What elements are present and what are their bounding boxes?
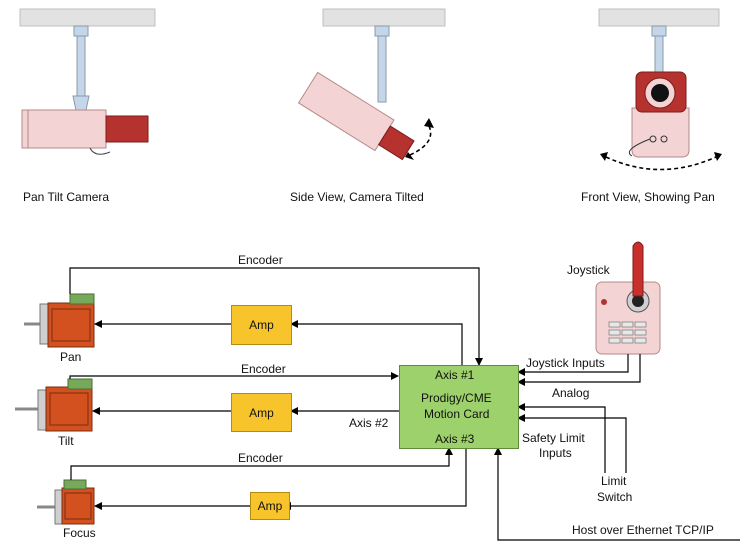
motion-card: Axis #1 Prodigy/CME Motion Card Axis #3 xyxy=(399,365,519,449)
pan-encoder-label: Encoder xyxy=(238,253,283,267)
side-view-caption: Side View, Camera Tilted xyxy=(290,190,424,204)
joystick-inputs-line xyxy=(517,354,629,376)
analog-label: Analog xyxy=(552,386,590,400)
focus-encoder-label: Encoder xyxy=(238,451,283,465)
card-title-line2: Motion Card xyxy=(424,407,490,421)
host-line xyxy=(494,447,740,541)
analog-line xyxy=(517,354,641,386)
focus-motor-illustration xyxy=(37,479,95,525)
tilt-encoder-label: Encoder xyxy=(241,362,286,376)
axis1-label: Axis #1 xyxy=(435,368,475,382)
focus-drive-line xyxy=(283,447,467,510)
tilt-encoder-line xyxy=(69,372,399,380)
pan-drive-line xyxy=(290,320,463,365)
safety-limit-line-1 xyxy=(517,403,606,473)
focus-amp-box: Amp xyxy=(250,492,290,520)
pan-motor-illustration xyxy=(24,293,95,348)
front-view-camera-illustration xyxy=(598,8,722,171)
focus-motor-label: Focus xyxy=(63,526,96,540)
axis3-label: Axis #3 xyxy=(435,432,475,446)
pan-tilt-camera-caption: Pan Tilt Camera xyxy=(23,190,110,204)
limit-switch-label-line2: Switch xyxy=(597,490,633,504)
joystick-illustration xyxy=(595,241,661,355)
pan-encoder-line xyxy=(69,267,483,366)
front-view-caption: Front View, Showing Pan xyxy=(581,190,715,204)
connection-lines xyxy=(69,267,740,541)
pan-motor-label: Pan xyxy=(60,350,82,364)
limit-switch-label-line1: Limit xyxy=(601,474,627,488)
host-label: Host over Ethernet TCP/IP xyxy=(572,523,714,537)
side-view-camera-illustration xyxy=(297,8,446,161)
safety-limit-label-line1: Safety Limit xyxy=(522,431,585,445)
pan-tilt-camera-illustration xyxy=(19,8,156,155)
pan-amp-box: Amp xyxy=(231,305,292,345)
safety-limit-label-line2: Inputs xyxy=(539,446,572,460)
tilt-motor-label: Tilt xyxy=(58,434,74,448)
joystick-label: Joystick xyxy=(567,263,610,277)
axis2-label: Axis #2 xyxy=(349,416,389,430)
safety-limit-line-2 xyxy=(517,414,627,473)
card-title-line1: Prodigy/CME xyxy=(421,391,492,405)
tilt-motor-illustration xyxy=(15,378,93,432)
tilt-amp-box: Amp xyxy=(231,393,292,432)
focus-encoder-line xyxy=(70,447,453,480)
joystick-inputs-label: Joystick Inputs xyxy=(526,356,605,370)
